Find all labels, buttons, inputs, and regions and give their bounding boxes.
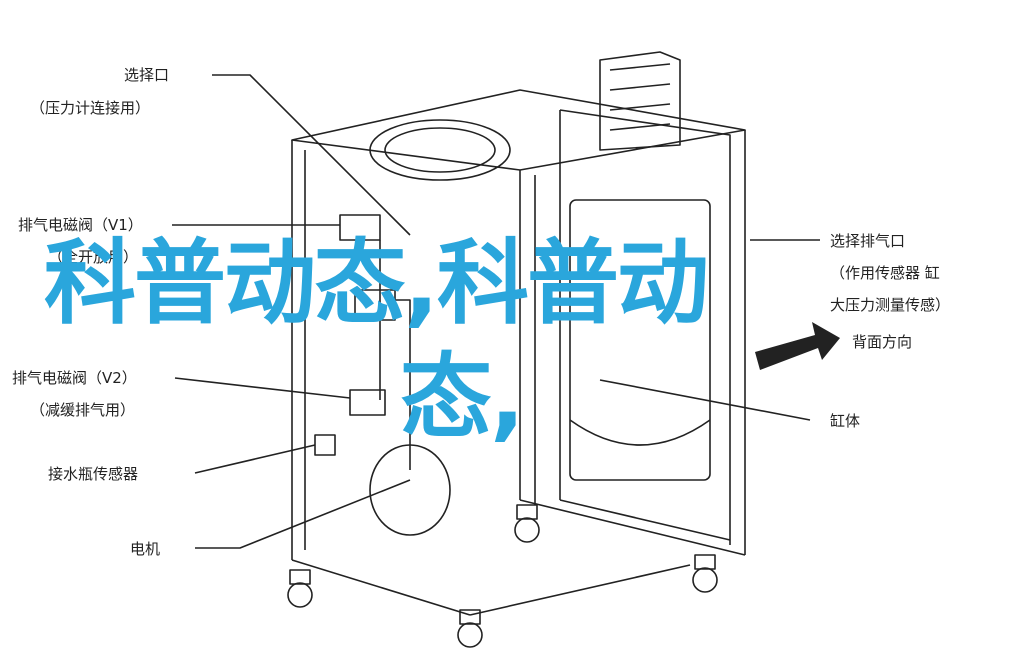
label-select-exhaust-note1: （作用传感器 缸 xyxy=(830,264,940,282)
arrow-icon xyxy=(755,322,840,370)
label-select-exhaust-port: 选择排气口 xyxy=(830,232,906,250)
label-back-direction: 背面方向 xyxy=(852,333,913,351)
label-select-exhaust-note2: 大压力测量传感） xyxy=(830,296,951,314)
label-select-port: 选择口 xyxy=(124,66,170,84)
cabinet-top xyxy=(291,89,746,171)
label-exhaust-valve-v1: 排气电磁阀（V1） xyxy=(18,216,143,234)
overlay-watermark-line1: 科普动态,科普动 xyxy=(44,230,709,337)
label-exhaust-valve-v2: 排气电磁阀（V2） xyxy=(12,369,137,387)
cabinet-bottom-left xyxy=(291,559,471,616)
overlay-watermark-line2: 态, xyxy=(400,344,525,451)
wheel-2 xyxy=(457,622,483,648)
leader-motor xyxy=(195,479,411,549)
label-motor: 电机 xyxy=(130,540,161,558)
fan xyxy=(369,119,511,181)
top-box xyxy=(599,51,681,151)
wheel-3 xyxy=(514,517,540,543)
wheel-4 xyxy=(692,567,718,593)
cabinet-bottom-right xyxy=(519,499,746,556)
cylinder-tank xyxy=(569,199,711,481)
valve-v2 xyxy=(349,389,386,416)
leader-select-port xyxy=(212,74,411,236)
label-exhaust-valve-v2-note: （减缓排气用） xyxy=(30,401,136,419)
leader-cylinder xyxy=(599,379,811,421)
leader-water-sensor xyxy=(194,444,316,474)
label-cylinder: 缸体 xyxy=(830,412,861,430)
wheel-1 xyxy=(287,582,313,608)
valve-v1 xyxy=(339,214,381,241)
water-sensor-box xyxy=(314,434,336,456)
label-exhaust-valve-v1-note: （全开放用） xyxy=(48,248,139,266)
motor-body xyxy=(369,444,451,536)
leader-valve-v2 xyxy=(174,377,351,399)
label-select-port-note: （压力计连接用） xyxy=(30,99,151,117)
label-water-sensor: 接水瓶传感器 xyxy=(48,465,139,483)
